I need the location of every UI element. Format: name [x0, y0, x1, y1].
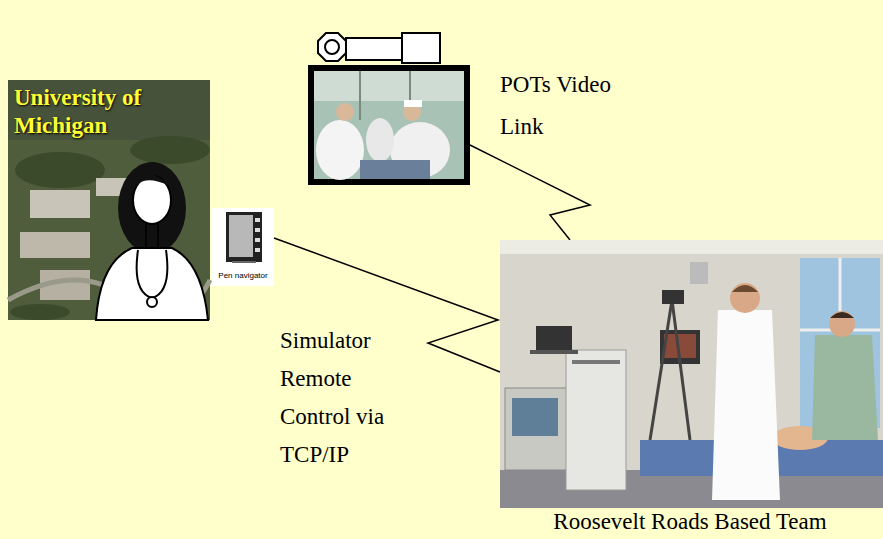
doctor-figure: [96, 162, 208, 320]
node-text: Pen navigator: [214, 271, 272, 281]
campus-photo: [8, 80, 210, 320]
link-label: POTs Video Link: [500, 64, 630, 148]
connector-label: Simulator Remote Control via TCP/IP: [280, 322, 394, 474]
video-photo: [308, 65, 470, 185]
campus-photo-box: University of Michigan: [8, 80, 210, 320]
node-text: Roosevelt Roads Based Team: [497, 509, 883, 535]
pen-navigator-icon: [212, 208, 274, 286]
simulation-room-photo: [500, 240, 883, 508]
device-icon-box: Pen navigator: [212, 208, 274, 286]
node-text: University of Michigan: [14, 84, 204, 140]
video-link-line: [470, 145, 590, 240]
video-camera: [318, 33, 440, 63]
team-photo-box: Roosevelt Roads Based Team: [497, 240, 883, 538]
